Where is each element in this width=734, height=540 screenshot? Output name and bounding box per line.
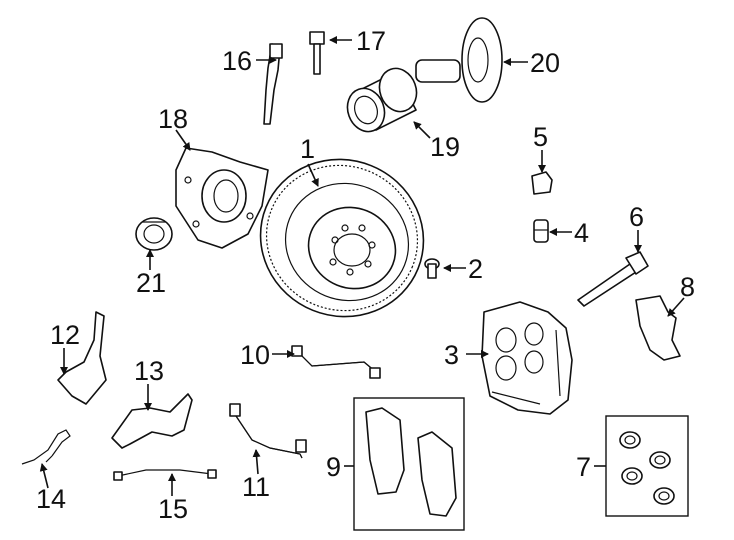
callout-13: 13 bbox=[134, 356, 164, 386]
brake-pad-box bbox=[353, 397, 465, 531]
callout-2: 2 bbox=[468, 254, 483, 284]
brake-hose bbox=[229, 403, 307, 459]
sensor-wire bbox=[113, 469, 217, 481]
sensor-screw bbox=[309, 31, 325, 75]
callout-6: 6 bbox=[629, 202, 644, 232]
wheel-bearing bbox=[346, 67, 418, 133]
wheel-hub bbox=[175, 147, 269, 249]
callout-11: 11 bbox=[242, 472, 270, 502]
callout-15: 15 bbox=[158, 494, 188, 524]
callout-16: 16 bbox=[222, 46, 252, 76]
callout-4: 4 bbox=[574, 218, 589, 248]
hub-nut bbox=[135, 217, 173, 251]
callout-8: 8 bbox=[680, 272, 695, 302]
bleeder-cap bbox=[531, 171, 553, 195]
axle-flange bbox=[415, 17, 503, 103]
wire-clip bbox=[21, 429, 71, 465]
rotor-screw bbox=[424, 258, 440, 279]
sensor-bracket bbox=[111, 393, 193, 449]
caliper-bracket bbox=[635, 295, 681, 361]
callout-12: 12 bbox=[50, 320, 80, 350]
callout-18: 18 bbox=[158, 104, 188, 134]
callout-labels: 1 2 3 4 5 6 7 8 9 10 11 12 13 14 15 16 1… bbox=[36, 26, 695, 524]
callout-1: 1 bbox=[300, 134, 315, 164]
brake-rotor bbox=[259, 158, 425, 318]
seal-kit-box bbox=[605, 415, 689, 517]
callout-7: 7 bbox=[576, 452, 591, 482]
callout-17: 17 bbox=[356, 26, 386, 56]
leader-lines bbox=[39, 36, 685, 496]
callout-20: 20 bbox=[530, 48, 560, 78]
brake-line bbox=[291, 345, 381, 379]
callout-5: 5 bbox=[533, 122, 548, 152]
callout-10: 10 bbox=[240, 340, 270, 370]
hose-bracket bbox=[57, 311, 107, 405]
callout-9: 9 bbox=[326, 452, 341, 482]
wheel-speed-sensor bbox=[263, 43, 283, 125]
callout-14: 14 bbox=[36, 484, 66, 514]
brake-caliper bbox=[481, 301, 573, 415]
caliper-bolt bbox=[577, 251, 649, 307]
callout-3: 3 bbox=[444, 340, 459, 370]
bleeder-valve bbox=[533, 219, 549, 243]
callout-19: 19 bbox=[430, 132, 460, 162]
callout-21: 21 bbox=[136, 268, 166, 298]
